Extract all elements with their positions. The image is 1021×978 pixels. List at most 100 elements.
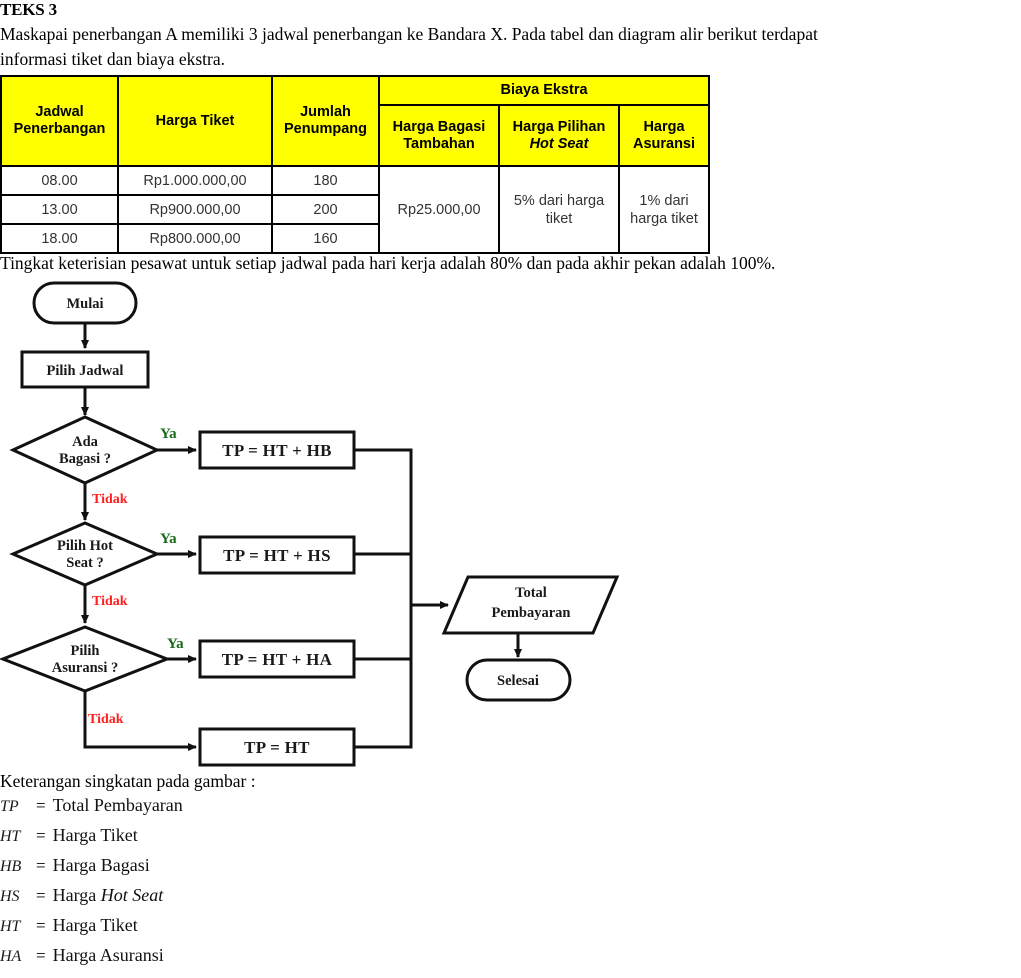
header-harga-bagasi-tambahan: Harga Bagasi Tambahan	[378, 104, 500, 167]
equals-sign: =	[36, 796, 46, 815]
flow-decision-ada-bagasi	[9, 415, 161, 485]
cell-harga-tiket-1: Rp900.000,00	[117, 194, 273, 225]
header-bagasi-line2: Tambahan	[403, 135, 475, 152]
flow-d3-label-line1: Pilih	[70, 643, 99, 659]
header-bagasi-line1: Harga Bagasi	[392, 118, 486, 135]
page-title: TEKS 3	[0, 0, 57, 19]
header-hotseat-line2: Hot Seat	[529, 135, 589, 152]
list-item: HS = Harga Hot Seat	[0, 885, 520, 915]
flow-start-label: Mulai	[66, 296, 103, 312]
header-jadwal-line1: Jadwal	[35, 104, 84, 120]
legend-list: TP = Total Pembayaran HT = Harga Tiket H…	[0, 795, 520, 975]
legend-def-tp: Total Pembayaran	[52, 795, 183, 815]
flow-output-total-pembayaran	[441, 575, 620, 635]
cell-hotseat-line1: 5% dari harga	[513, 192, 605, 209]
header-biaya-ekstra-group: Biaya Ekstra	[378, 75, 710, 106]
flow-d1-no-label: Tidak	[92, 492, 128, 507]
flow-end-label: Selesai	[497, 673, 539, 689]
header-harga-tiket: Harga Tiket	[117, 75, 273, 167]
header-asuransi-line1: Harga	[643, 118, 685, 135]
list-item: HT = Harga Tiket	[0, 915, 520, 945]
connector-d3-no	[83, 691, 197, 751]
header-jadwal-line2: Penerbangan	[13, 121, 106, 137]
legend-def-ha: Harga Asuransi	[52, 945, 164, 965]
flow-proc2-label: TP = HT + HS	[223, 546, 331, 565]
flow-d2-yes-label: Ya	[160, 531, 177, 547]
intro-line-1: Maskapai penerbangan A memiliki 3 jadwal…	[0, 24, 818, 44]
legend-def-hs-pre: Harga	[52, 885, 101, 905]
list-item: HA = Harga Asuransi	[0, 945, 520, 975]
cell-hotseat-line2: tiket	[545, 210, 573, 227]
legend-abbr-ht-2: HT	[0, 918, 21, 935]
equals-sign: =	[36, 826, 46, 845]
cell-harga-bagasi-merged: Rp25.000,00	[378, 165, 500, 254]
flow-d3-yes-label: Ya	[167, 636, 184, 652]
flow-d1-label-line1: Ada	[72, 434, 99, 450]
flow-d3-no-label: Tidak	[88, 712, 124, 727]
legend-title: Keterangan singkatan pada gambar :	[0, 771, 256, 791]
header-jumlah-line1: Jumlah	[300, 104, 351, 120]
header-harga-pilihan-hot-seat: Harga Pilihan Hot Seat	[498, 104, 620, 167]
flow-d1-label-line2: Bagasi ?	[59, 451, 111, 467]
flow-output-label-line1: Total	[515, 585, 547, 601]
header-hotseat-line1: Harga Pilihan	[512, 118, 606, 135]
flow-process-pilih-jadwal	[20, 350, 150, 389]
flow-decision-pilih-asuransi	[0, 625, 172, 693]
ticket-info-table: Jadwal Penerbangan Harga Tiket Jumlah Pe…	[0, 75, 710, 254]
legend-abbr-ha: HA	[0, 948, 22, 965]
cell-penumpang-1: 200	[271, 194, 380, 225]
legend-abbr-ht: HT	[0, 828, 21, 845]
cell-harga-tiket-2: Rp800.000,00	[117, 223, 273, 254]
flow-proc1-label: TP = HT + HB	[222, 441, 332, 460]
flow-d2-label-line2: Seat ?	[66, 555, 103, 571]
flow-process-tp-ht	[198, 727, 356, 767]
cell-jadwal-1: 13.00	[0, 194, 119, 225]
flow-process-tp-ht-hs	[198, 535, 356, 575]
equals-sign: =	[36, 856, 46, 875]
legend-def-hs-italic: Hot Seat	[100, 885, 164, 905]
table-header-row-2: Harga Bagasi Tambahan Harga Pilihan Hot …	[1, 104, 710, 167]
flow-output-label-line2: Pembayaran	[492, 605, 571, 621]
connector-proc4-to-bus	[354, 605, 413, 749]
equals-sign: =	[36, 886, 46, 905]
ticket-info-table-wrapper: Jadwal Penerbangan Harga Tiket Jumlah Pe…	[0, 75, 710, 254]
flow-decision-pilih-hot-seat	[9, 521, 161, 587]
table-row: 18.00 Rp800.000,00 160	[0, 223, 709, 254]
legend-abbr-tp: TP	[0, 798, 19, 815]
equals-sign: =	[36, 946, 46, 965]
flow-d1-yes-label: Ya	[160, 426, 177, 442]
legend-def-ht-2: Harga Tiket	[52, 915, 138, 935]
header-asuransi-line2: Asuransi	[632, 135, 696, 152]
legend-abbr-hs: HS	[0, 888, 20, 905]
legend-def-hb: Harga Bagasi	[52, 855, 150, 875]
cell-asuransi-line1: 1% dari	[639, 192, 689, 209]
list-item: HB = Harga Bagasi	[0, 855, 520, 885]
table-row: 13.00 Rp900.000,00 200	[0, 194, 709, 225]
cell-harga-tiket-0: Rp1.000.000,00	[117, 165, 273, 196]
flowchart: Mulai Pilih Jadwal Ada Bagasi ? Ya Tidak…	[0, 275, 660, 775]
flow-proc4-label: TP = HT	[244, 738, 310, 757]
legend-abbr-hb: HB	[0, 858, 22, 875]
occupancy-note: Tingkat keterisian pesawat untuk setiap …	[0, 253, 776, 273]
cell-jadwal-0: 08.00	[0, 165, 119, 196]
header-jumlah-penumpang: Jumlah Penumpang	[271, 75, 380, 167]
flow-pilih-jadwal-label: Pilih Jadwal	[47, 363, 124, 379]
list-item: HT = Harga Tiket	[0, 825, 520, 855]
flow-d2-label-line1: Pilih Hot	[57, 538, 113, 554]
flow-process-tp-ht-hb	[198, 430, 356, 470]
flow-proc3-label: TP = HT + HA	[222, 650, 333, 669]
intro-line-2: informasi tiket dan biaya ekstra.	[0, 49, 225, 69]
intro-paragraph: Maskapai penerbangan A memiliki 3 jadwal…	[0, 22, 1021, 72]
legend-def-hs: Harga Hot Seat	[53, 885, 164, 906]
cell-harga-hot-seat-merged: 5% dari harga tiket	[498, 165, 620, 254]
cell-penumpang-2: 160	[271, 223, 380, 254]
connector-proc1-to-bus	[354, 448, 413, 605]
table-header-row-1: Jadwal Penerbangan Harga Tiket Jumlah Pe…	[0, 75, 710, 167]
header-jumlah-line2: Penumpang	[284, 121, 367, 137]
cell-jadwal-2: 18.00	[0, 223, 119, 254]
cell-harga-asuransi-merged: 1% dari harga tiket	[618, 165, 710, 254]
flow-end-terminator	[465, 658, 572, 702]
equals-sign: =	[36, 916, 46, 935]
cell-penumpang-0: 180	[271, 165, 380, 196]
header-jadwal-penerbangan: Jadwal Penerbangan	[0, 75, 119, 167]
